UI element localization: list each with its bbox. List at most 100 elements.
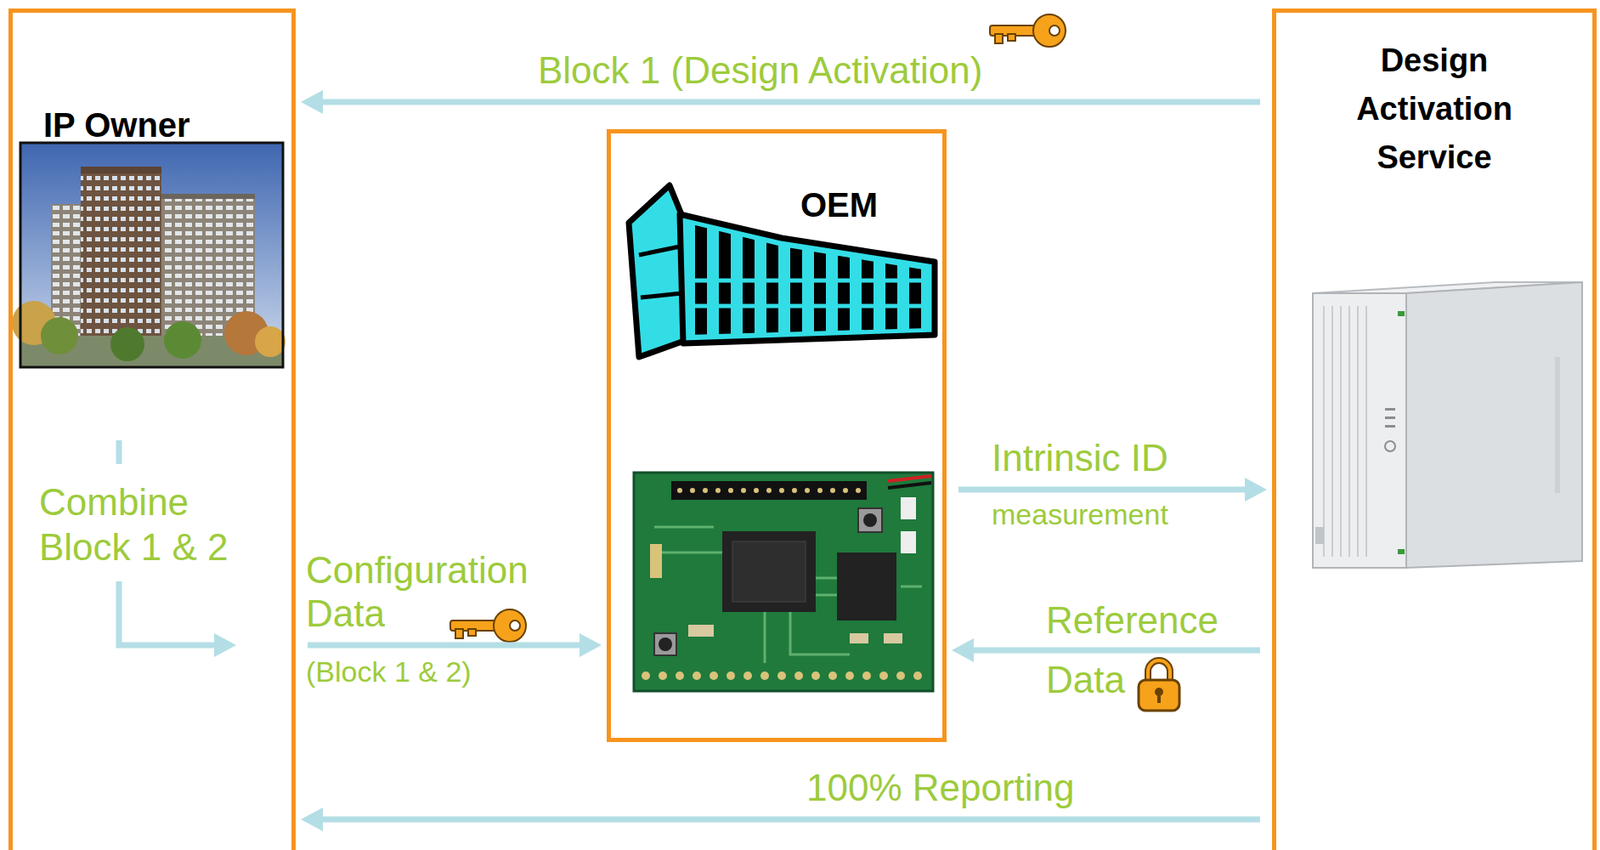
illustration-part [1323,305,1367,557]
illustration-part [1049,25,1060,36]
illustration-part [1554,356,1561,493]
flow-line [321,99,1261,106]
illustration-part [1385,440,1396,452]
illustration-part [777,671,786,680]
illustration-part [817,487,823,493]
arrow-head [300,807,323,832]
illustration-part [1312,293,1407,568]
illustration-part [791,487,798,493]
illustration-part [883,633,903,644]
illustration-part [654,526,922,663]
illustration-part [658,637,673,651]
illustration-part [726,671,735,680]
illustration-part [633,472,933,691]
illustration-part [214,633,237,657]
illustration-part [1348,305,1351,557]
illustration-part [628,185,687,357]
illustration-part [675,671,685,680]
illustration-part [887,482,932,488]
illustration-part [887,475,932,481]
illustration-part [1385,407,1396,411]
illustration-part [836,552,897,621]
illustration-part [753,487,759,493]
illustration-part [641,671,922,680]
party-box: OEM [606,129,947,742]
key-icon [989,14,1066,47]
illustration-part [1138,679,1180,711]
illustration-part [1033,14,1066,47]
illustration-part [20,142,283,368]
illustration-part [689,487,696,493]
arrow-head [300,90,323,114]
server-icon [1312,282,1583,568]
party-box: IP Owner [8,8,296,850]
illustration-part [654,633,677,656]
sub-label: (Block 1 & 2) [305,655,472,689]
illustration-part [858,508,882,532]
illustration-part [1406,282,1583,568]
illustration-part [692,671,702,680]
illustration-part [879,671,888,680]
illustration-part [1147,660,1171,682]
flow-line [307,642,582,649]
illustration-part [995,33,1003,44]
flow-arrow [958,477,1267,502]
illustration-part [715,487,721,493]
fpga-board [633,472,933,691]
sub-label: measurement [991,497,1169,532]
illustration-part [913,671,922,680]
key-icon [450,609,526,642]
illustration-part [863,513,877,527]
illustration-part [650,543,662,578]
illustration-part [20,142,283,368]
illustration-part [779,487,785,493]
illustration-part [638,246,680,255]
illustration-part [766,195,779,340]
arrow-head [579,633,602,657]
step-note: Combine Block 1 & 2 [39,480,252,571]
flow-label: 100% Reporting [806,766,1075,810]
illustration-part [1385,424,1396,428]
illustration-part [896,671,905,680]
illustration-part [679,278,935,283]
party-title: Design Activation Service [1356,36,1513,182]
illustration-part [766,487,772,493]
illustration-part [1007,33,1016,41]
illustration-part [1331,305,1334,557]
illustration-part [849,633,869,644]
flow-label: Block 1 (Design Activation) [537,49,983,93]
illustration-part [671,480,867,500]
illustration-part [688,624,714,637]
illustration-part [830,487,836,493]
illustration-part [80,166,162,174]
illustration-part [677,487,861,493]
illustration-part [1339,305,1342,557]
illustration-part [743,671,752,680]
illustration-part [40,316,79,355]
illustration-part [640,293,682,298]
flow-arrow [300,90,1261,114]
illustration-part [679,304,935,309]
illustration-part [1397,310,1405,317]
illustration-part [709,671,719,680]
flow-label: Intrinsic ID [991,436,1169,481]
illustration-part [110,327,145,362]
flow-arrow [307,633,602,657]
party-title: IP Owner [43,104,191,146]
illustration-part [811,671,820,680]
lock-icon [1138,660,1180,711]
illustration-part [828,671,837,680]
illustration-part [641,671,651,680]
illustration-part [468,628,476,636]
illustration-part [1365,305,1368,557]
illustration-part [116,440,123,464]
illustration-part [1157,693,1161,703]
illustration-part [509,620,521,631]
illustration-part [695,195,707,340]
illustration-part [900,497,916,520]
illustration-part [760,671,769,680]
